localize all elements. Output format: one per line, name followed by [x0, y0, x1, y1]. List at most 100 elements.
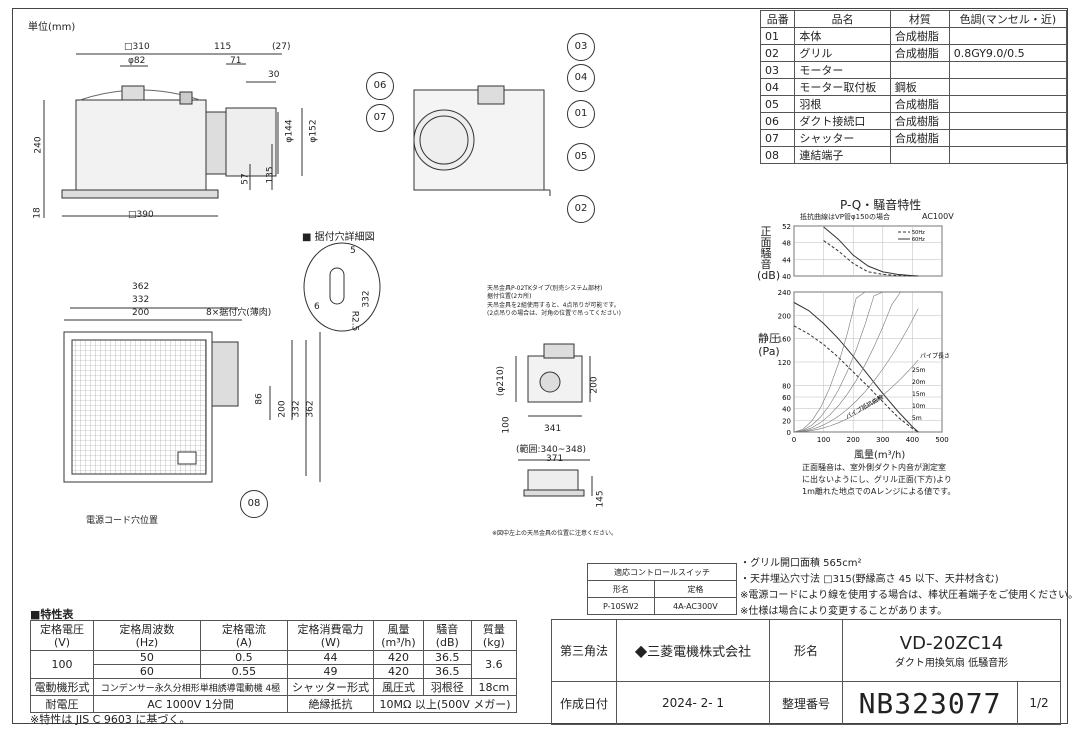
noise-tick-label: 48	[782, 240, 791, 248]
spec-motor-label: 電動機形式	[29, 678, 95, 696]
spec-header-cell: 定格電流 (A)	[199, 620, 288, 651]
spec-footnote: ※特性は JIS C 9603 に基づく。	[30, 713, 191, 726]
spec-cell: 50	[93, 650, 201, 665]
parts-cell: 鋼板	[889, 78, 950, 96]
parts-header-row: 品番品名材質色調(マンセル・近)	[759, 10, 1068, 28]
parts-cell	[889, 61, 950, 79]
dim-v332: 332	[291, 400, 302, 418]
x-tick-label: 300	[876, 436, 889, 444]
spec-withstand-label: 耐電圧	[29, 695, 95, 713]
spec-cell: 60	[93, 664, 201, 679]
parts-header-cell: 色調(マンセル・近)	[948, 10, 1068, 28]
pressure-tick-label: 60	[782, 394, 791, 402]
duct-collar	[205, 111, 227, 175]
spec-weight: 3.6	[470, 650, 518, 679]
parts-cell: 06	[759, 112, 796, 130]
chart-note-line: 1m離れた地点でのAレンジによる値です。	[802, 487, 956, 496]
parts-cell: 08	[759, 146, 796, 164]
bracket-note-line: 据付位置(2カ所)	[487, 293, 532, 301]
pipe-length-label: 20m	[912, 379, 926, 386]
spec-cell: 420	[373, 664, 424, 679]
parts-cell: ダクト接続口	[794, 112, 891, 130]
pipe-resistance-curve	[793, 308, 919, 433]
balloon-03: 03	[567, 33, 595, 61]
pressure-ylabel: 静圧(Pa)	[758, 332, 780, 358]
body-outline	[75, 99, 207, 191]
dim-82: φ82	[128, 56, 146, 66]
dim-390: □390	[128, 210, 154, 220]
pressure-series-60Hz	[793, 302, 919, 433]
noise-tick-label: 52	[782, 223, 791, 231]
dim-71: 71	[230, 56, 242, 66]
drawing-number: NB323077	[842, 681, 1018, 725]
mount-holes-label: 8×据付穴(薄肉)	[206, 308, 272, 318]
x-tick-label: 500	[935, 436, 948, 444]
parts-cell: 合成樹脂	[889, 95, 950, 113]
pipe-length-label: 10m	[912, 403, 926, 410]
date-value: 2024- 2- 1	[616, 681, 770, 725]
bracket-note-line: 天吊金具P-02TKタイプ(別売システム部材)	[487, 285, 603, 292]
chart-power: AC100V	[922, 212, 954, 221]
chart-note-line: 正面騒音は、室外側ダクト内音が測定室	[802, 463, 946, 472]
switch-h2: 定格	[653, 580, 738, 598]
switch-model: P-10SW2	[587, 597, 655, 615]
pipe-length-label: 15m	[912, 391, 926, 398]
spec-table: 定格電圧 (V)定格周波数 (Hz)定格電流 (A)定格消費電力 (W)風量 (…	[29, 620, 518, 713]
pressure-tick-label: 240	[778, 289, 791, 297]
pressure-tick-label: 200	[778, 312, 791, 320]
dim-115: 115	[214, 42, 232, 52]
noise-ylabel: 正面騒音(dB)	[757, 225, 781, 282]
company-cell: ◆三菱電機株式会社	[616, 619, 770, 682]
parts-cell: 01	[759, 27, 796, 45]
spec-header-cell: 定格電圧 (V)	[29, 620, 95, 651]
noise-tick-label: 44	[782, 256, 791, 264]
spec-header-cell: 質量 (kg)	[470, 620, 518, 651]
pipe-length-title: パイプ長さ	[920, 353, 950, 360]
spec-insul-label: 絶縁抵抗	[286, 695, 375, 713]
spec-cell: 49	[286, 664, 375, 679]
spec-header-cell: 定格周波数 (Hz)	[93, 620, 201, 651]
drawing-frame	[12, 8, 1068, 724]
parts-cell: グリル	[794, 44, 891, 62]
pipe-length-label: 25m	[912, 367, 926, 374]
parts-cell: モーター取付板	[794, 78, 891, 96]
pressure-tick-label: 80	[782, 382, 791, 390]
x-tick-label: 400	[906, 436, 919, 444]
pressure-tick-label: 120	[778, 359, 791, 367]
parts-cell: 07	[759, 129, 796, 147]
dim-200: 200	[132, 308, 150, 318]
x-tick-label: 200	[847, 436, 860, 444]
note-line: ※仕様は場合により変更することがあります。	[740, 606, 948, 617]
company-name: 三菱電機株式会社	[647, 645, 752, 660]
legend-label: 60Hz	[912, 237, 925, 243]
spec-cell: 36.5	[422, 664, 472, 679]
spec-withstand: AC 1000V 1分間	[93, 695, 288, 713]
dim-240: 240	[33, 136, 44, 154]
bracket-note: 天吊金具P-02TKタイプ(別売システム部材) 据付位置(2カ所) 天吊金具を2…	[487, 285, 621, 319]
note-line: ・天井埋込穴寸法 □315(野縁高さ 45 以下、天井材含む)	[740, 574, 999, 585]
bracket-dim-200: 200	[589, 376, 600, 394]
number-label: 整理番号	[769, 681, 843, 725]
detail-dim-5: 5	[350, 246, 356, 256]
switch-h1: 形名	[587, 580, 655, 598]
dim-18: 18	[32, 207, 43, 219]
dim-152: φ152	[308, 119, 319, 143]
parts-cell: 羽根	[794, 95, 891, 113]
balloon-02: 02	[567, 195, 595, 223]
noise-series-60Hz	[823, 226, 919, 277]
spec-voltage: 100	[29, 650, 95, 679]
balloon-01: 01	[567, 100, 595, 128]
parts-cell	[948, 78, 1068, 96]
spec-shutter-label: シャッター形式	[286, 678, 375, 696]
model-number: VD-20ZC14	[899, 632, 1004, 654]
spec-notes: ・グリル開口面積 565cm² ・天井埋込穴寸法 □315(野縁高さ 45 以下…	[740, 556, 1078, 620]
pressure-tick-label: 20	[782, 417, 791, 425]
motor-plate	[179, 91, 193, 105]
dim-v200: 200	[277, 400, 288, 418]
